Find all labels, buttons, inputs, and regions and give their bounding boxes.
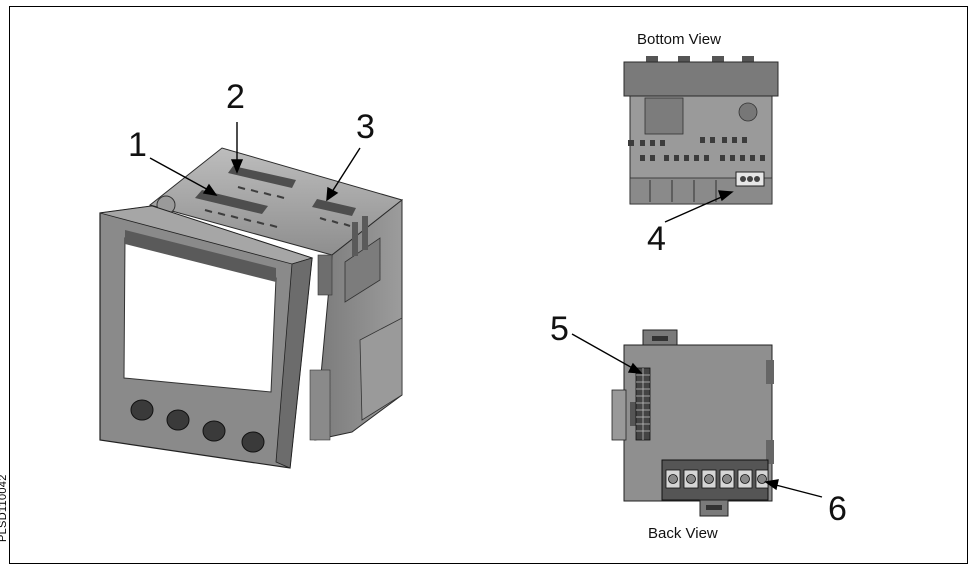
back-view-illustration (611, 329, 774, 517)
back-view-caption: Back View (648, 525, 718, 542)
front-perspective-view (99, 147, 404, 469)
back-callout-leaders (571, 333, 823, 498)
document-id: PLSD110042 (0, 474, 9, 542)
front-callout-leaders (149, 122, 361, 202)
callout-6: 6 (828, 490, 847, 528)
bottom-view-caption: Bottom View (637, 31, 721, 48)
callout-3: 3 (356, 108, 375, 146)
bottom-callout-leader (664, 190, 734, 223)
callout-2: 2 (226, 78, 245, 116)
bottom-view-illustration (623, 56, 779, 205)
callout-1: 1 (128, 126, 147, 164)
callout-4: 4 (647, 220, 666, 258)
callout-5: 5 (550, 310, 569, 348)
